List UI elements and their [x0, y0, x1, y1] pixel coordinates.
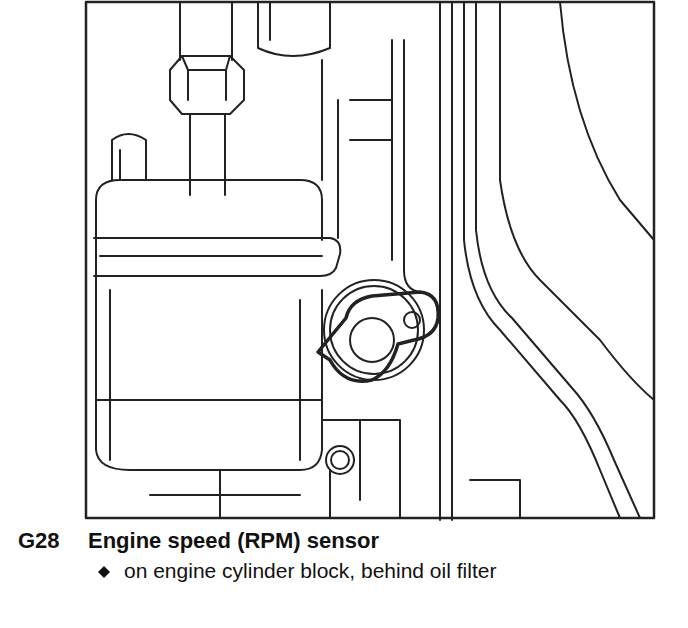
- part-name: Engine speed (RPM) sensor: [88, 528, 508, 554]
- location-note: on engine cylinder block, behind oil fil…: [124, 558, 524, 583]
- bullet-diamond: [98, 566, 110, 578]
- part-code: G28: [18, 528, 88, 554]
